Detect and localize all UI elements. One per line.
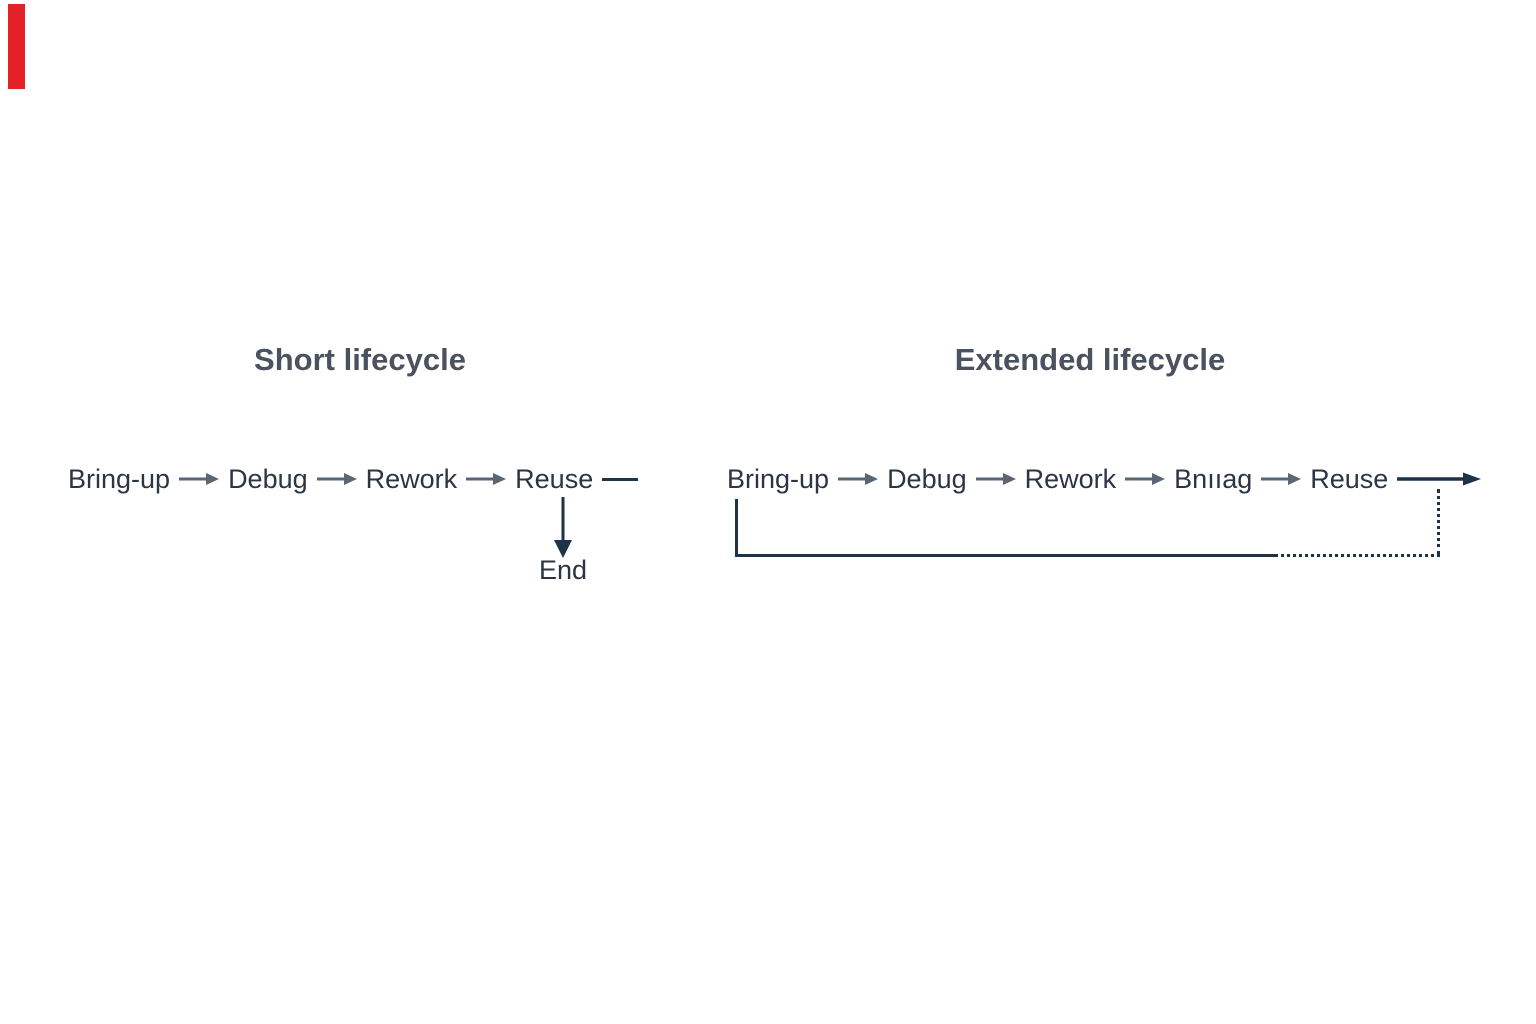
- step-label: Debug: [228, 464, 308, 494]
- loop-horizontal-solid-line: [735, 554, 1275, 557]
- loop-vertical-dotted-line: [1437, 489, 1440, 555]
- step-label: Rework: [365, 464, 458, 494]
- arrow-right-icon: [1125, 473, 1166, 485]
- arrow-right-long-icon: [1397, 472, 1482, 486]
- step-label: Rework: [1024, 464, 1117, 494]
- short-lifecycle-title: Short lifecycle: [254, 342, 466, 377]
- extended-lifecycle-title: Extended lifecycle: [954, 342, 1226, 377]
- red-corner-bar: [8, 4, 25, 89]
- step-label: Reuse: [1310, 464, 1389, 494]
- extended-lifecycle-flow: Bring-up Debug Rework Bnııag Reuse: [727, 461, 1482, 497]
- short-lifecycle-flow: Bring-up Debug Rework Reuse: [68, 461, 639, 497]
- step-label: Bring-up: [727, 464, 830, 494]
- step-label: Bnııag: [1174, 464, 1253, 494]
- arrow-right-icon: [1261, 473, 1302, 485]
- arrow-right-icon: [466, 473, 507, 485]
- loop-vertical-solid-line: [735, 499, 738, 557]
- flow-end-dash: [602, 477, 639, 481]
- end-label: End: [538, 555, 588, 585]
- arrow-down-icon: [550, 497, 576, 559]
- arrow-right-icon: [975, 473, 1016, 485]
- arrow-right-icon: [179, 473, 220, 485]
- step-label: Debug: [887, 464, 967, 494]
- loop-horizontal-dotted-line: [1275, 554, 1440, 557]
- step-label: Bring-up: [68, 464, 171, 494]
- arrow-right-icon: [838, 473, 879, 485]
- arrow-right-icon: [316, 473, 357, 485]
- step-label: Reuse: [515, 464, 594, 494]
